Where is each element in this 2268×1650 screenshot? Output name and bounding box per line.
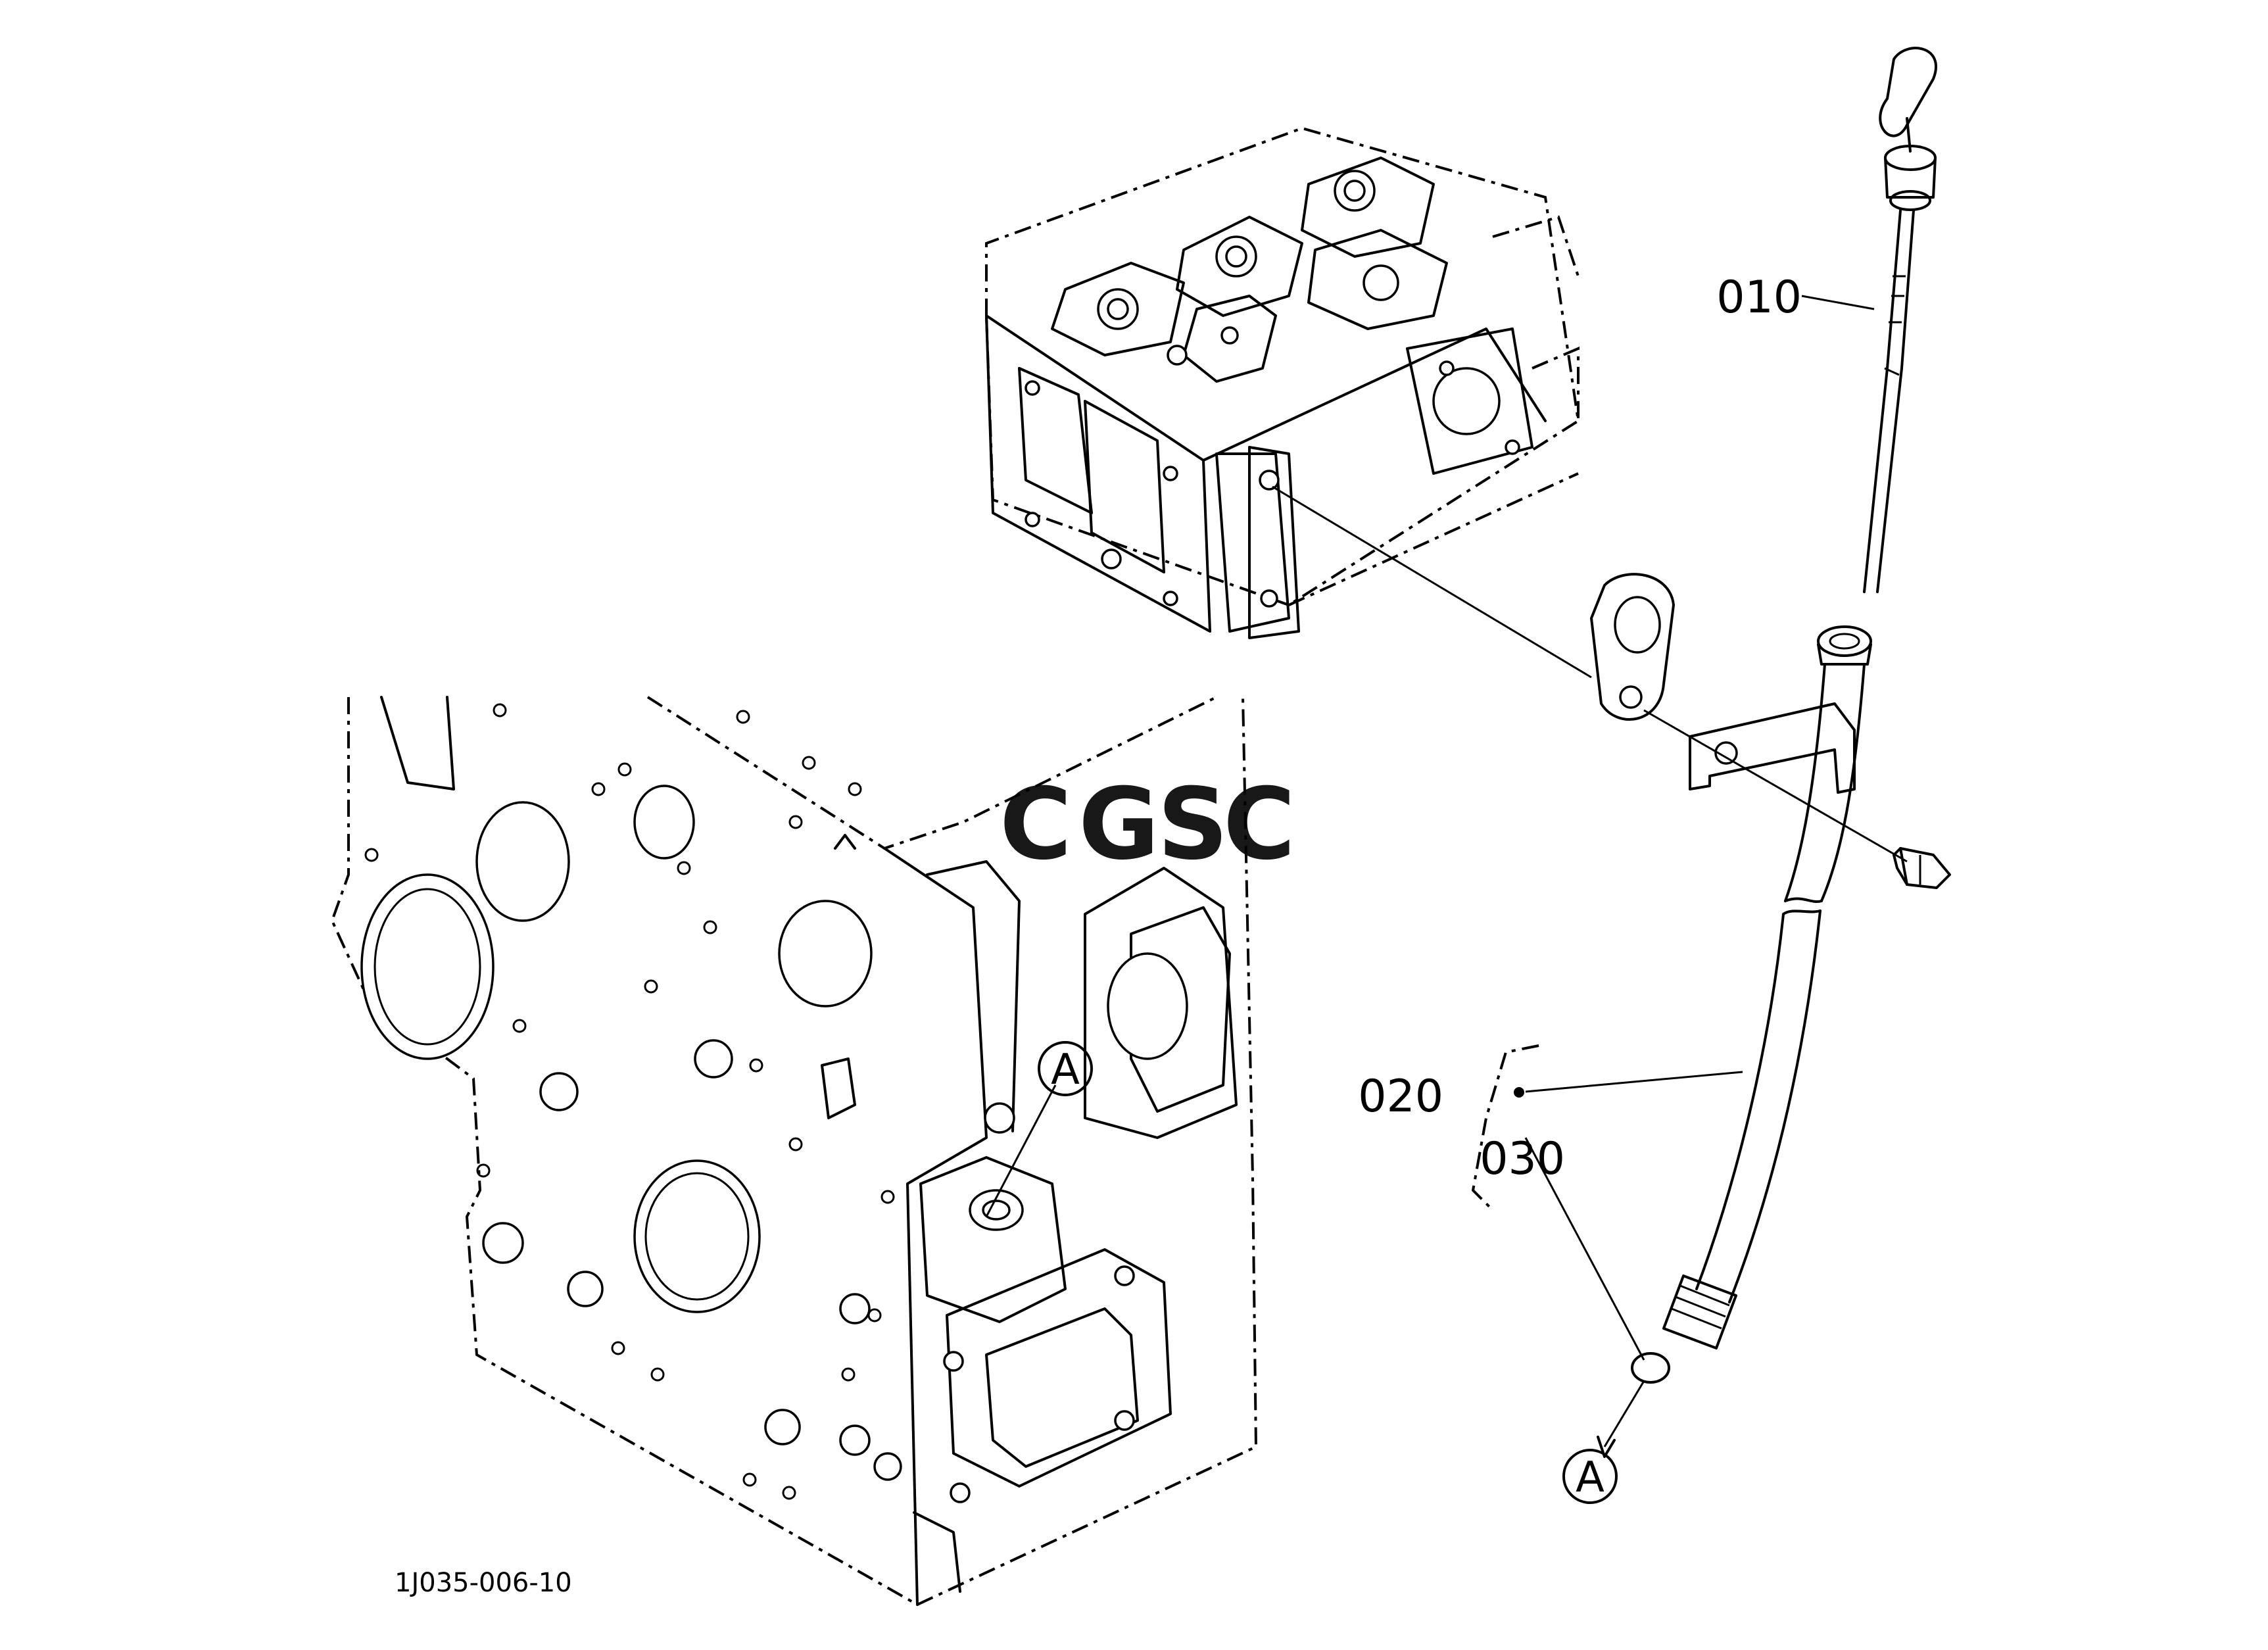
reference-a-tube-label: A (1576, 1453, 1604, 1502)
cgsc-watermark-logo: C G S C (1000, 767, 1295, 882)
watermark-letter-2: G (1078, 767, 1159, 882)
reference-a-block-label: A (1051, 1046, 1080, 1094)
part-number-030: 030 (1480, 1133, 1565, 1185)
o-ring-030 (1631, 1352, 1670, 1384)
dipstick-010 (1863, 47, 1937, 593)
reference-a-tube: A (1562, 1449, 1618, 1504)
bracket-bolt (1893, 847, 1951, 889)
cylinder-block (330, 696, 1258, 1607)
watermark-letter-1: C (1000, 767, 1072, 882)
reference-a-block: A (1038, 1041, 1093, 1096)
part-number-010: 010 (1716, 272, 1802, 324)
diagram-code: 1J035-006-10 (395, 1568, 572, 1598)
watermark-letter-3: S (1157, 767, 1228, 882)
leader-lines (985, 295, 1908, 1458)
gasket (1590, 573, 1675, 721)
cylinder-head (985, 126, 1580, 639)
part-number-020: 020 (1358, 1071, 1443, 1123)
guide-tube-020 (1662, 625, 1872, 1349)
watermark-letter-4: C (1223, 767, 1295, 882)
tube-bracket (1689, 702, 1856, 794)
